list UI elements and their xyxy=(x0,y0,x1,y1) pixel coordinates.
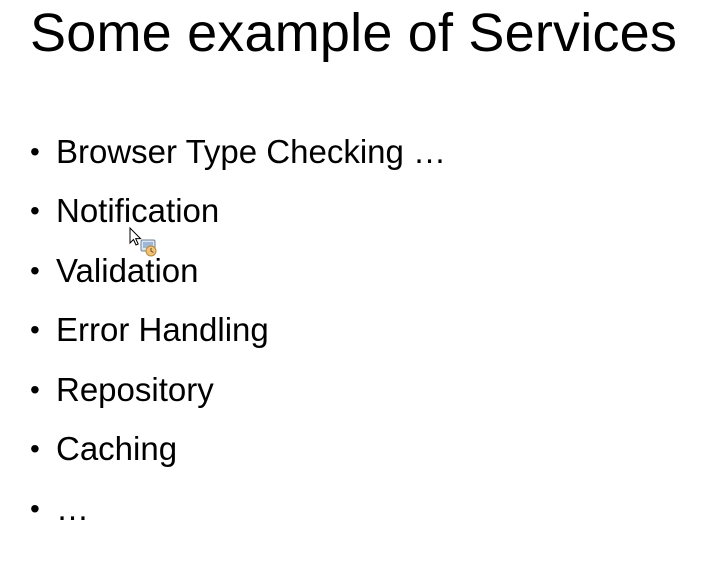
bullet-item: • Validation xyxy=(30,241,446,301)
bullet-dot-icon: • xyxy=(30,373,40,405)
bullet-text: Notification xyxy=(56,192,220,230)
bullet-text: Error Handling xyxy=(56,311,269,349)
bullet-text: Validation xyxy=(56,251,199,289)
bullet-dot-icon: • xyxy=(30,314,40,346)
bullet-dot-icon: • xyxy=(30,254,40,286)
bullet-item: • Notification xyxy=(30,182,446,242)
bullet-item: • Caching xyxy=(30,420,446,480)
bullet-list: • Browser Type Checking … • Notification… xyxy=(30,122,446,539)
bullet-item: • Browser Type Checking … xyxy=(30,122,446,182)
bullet-dot-icon: • xyxy=(30,195,40,227)
slide-title: Some example of Services xyxy=(30,3,678,63)
bullet-dot-icon: • xyxy=(30,135,40,167)
busy-pointer-icon xyxy=(129,227,157,257)
bullet-item: • … xyxy=(30,479,446,539)
bullet-text: Repository xyxy=(56,370,214,408)
bullet-item: • Error Handling xyxy=(30,301,446,361)
bullet-text: Caching xyxy=(56,430,178,468)
bullet-item: • Repository xyxy=(30,360,446,420)
bullet-text: Browser Type Checking … xyxy=(56,132,447,170)
bullet-dot-icon: • xyxy=(30,433,40,465)
bullet-text: … xyxy=(56,489,89,527)
bullet-dot-icon: • xyxy=(30,492,40,524)
